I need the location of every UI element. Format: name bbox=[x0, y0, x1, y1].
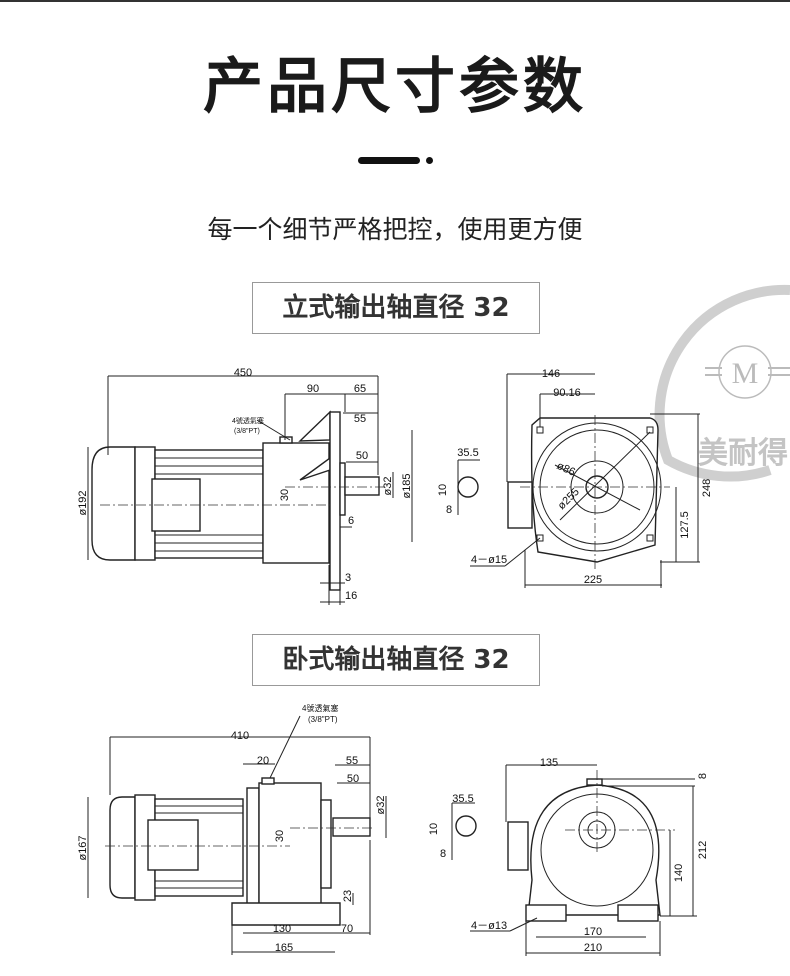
dim-90: 90 bbox=[307, 383, 319, 395]
dim-20: 20 bbox=[257, 755, 269, 767]
dim-65: 65 bbox=[354, 383, 366, 395]
dim-165: 165 bbox=[275, 942, 293, 954]
watermark-logo-letter: M bbox=[732, 357, 759, 390]
dim-55: 55 bbox=[354, 413, 366, 425]
dim-offset: 30 bbox=[274, 830, 286, 842]
dim-70: 70 bbox=[341, 923, 353, 935]
dim-flange-dia: ø185 bbox=[401, 473, 413, 498]
vent-spec: (3/8"PT) bbox=[234, 428, 260, 435]
dim-8: 8 bbox=[697, 773, 709, 779]
dim-23: 23 bbox=[342, 890, 354, 902]
dim-248: 248 bbox=[701, 479, 713, 497]
title-underline-bar bbox=[358, 157, 420, 164]
vent-spec: (3/8"PT) bbox=[308, 715, 338, 724]
dim-212: 212 bbox=[697, 841, 709, 859]
page-title: 产品尺寸参数 bbox=[203, 52, 587, 122]
dim-6: 6 bbox=[348, 515, 354, 527]
dim-50: 50 bbox=[356, 450, 368, 462]
dim-3: 3 bbox=[345, 572, 351, 584]
dim-130: 130 bbox=[273, 923, 291, 935]
dim-shaft-dia: ø32 bbox=[382, 477, 394, 496]
dim-motor-dia: ø192 bbox=[77, 490, 89, 515]
key-8: 8 bbox=[446, 504, 452, 516]
key-width: 35.5 bbox=[452, 793, 473, 805]
dim-offset: 30 bbox=[279, 489, 291, 501]
dim-50: 50 bbox=[347, 773, 359, 785]
vent-note: 4號透氣塞 bbox=[302, 703, 338, 713]
watermark-logo-circle bbox=[718, 345, 772, 399]
dim-16: 16 bbox=[345, 590, 357, 602]
key-width: 35.5 bbox=[457, 447, 478, 459]
dim-holes: 4－ø15 bbox=[471, 554, 507, 566]
watermark-arc bbox=[654, 284, 790, 482]
dim-410: 410 bbox=[231, 730, 249, 742]
section-heading-vertical: 立式输出轴直径 32 bbox=[252, 282, 540, 334]
title-underline-dot bbox=[426, 157, 433, 164]
dim-127-5: 127.5 bbox=[679, 511, 691, 539]
section-heading-horizontal: 卧式输出轴直径 32 bbox=[252, 634, 540, 686]
dim-140: 140 bbox=[673, 864, 685, 882]
dim-holes: 4－ø13 bbox=[471, 920, 507, 932]
dim-450: 450 bbox=[234, 367, 252, 379]
dim-225: 225 bbox=[584, 574, 602, 586]
dim-170: 170 bbox=[584, 926, 602, 938]
vent-note: 4號透氣塞 bbox=[232, 416, 264, 425]
page-subtitle: 每一个细节严格把控，使用更方便 bbox=[207, 215, 583, 244]
dim-146: 146 bbox=[542, 368, 560, 380]
dim-90-16: 90.16 bbox=[553, 387, 581, 399]
top-divider bbox=[0, 0, 790, 2]
key-10: 10 bbox=[437, 484, 449, 496]
dim-210: 210 bbox=[584, 942, 602, 954]
key-8: 8 bbox=[440, 848, 446, 860]
dim-shaft-dia: ø32 bbox=[375, 796, 387, 815]
dim-55: 55 bbox=[346, 755, 358, 767]
key-10: 10 bbox=[428, 823, 440, 835]
dim-135: 135 bbox=[540, 757, 558, 769]
dim-motor-dia: ø167 bbox=[77, 835, 89, 860]
watermark-brand: 美耐得 bbox=[698, 436, 788, 471]
